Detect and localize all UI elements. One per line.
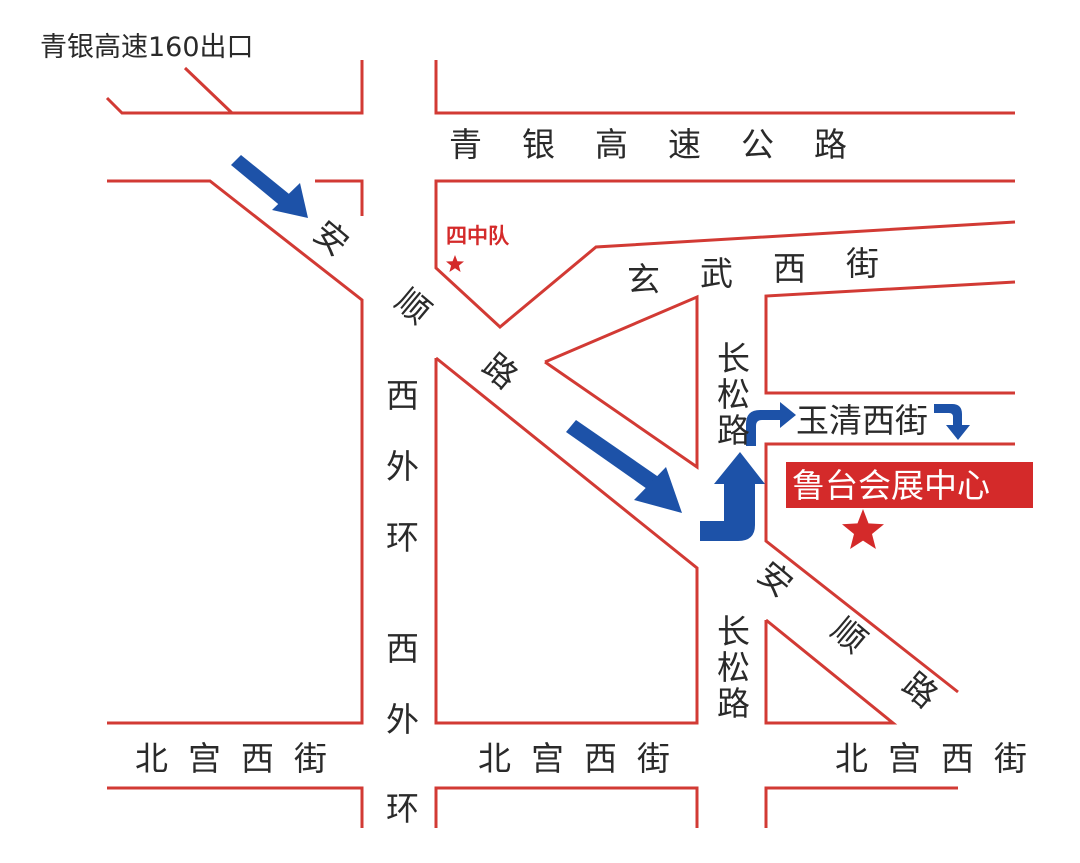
route-arrow-lower-icon [566, 420, 682, 513]
road-edge-qingyin-south-right [434, 179, 1016, 329]
road-edge-middle-triangle [544, 294, 699, 470]
road-label-beigong-left: 北 宫 西 街 [135, 739, 327, 778]
road-edge-right-lower [764, 618, 898, 725]
route-arrow-yuqing-icon [746, 402, 796, 446]
road-label-char: 长 [717, 612, 750, 651]
road-label-changsong-lower: 长 松 路 [717, 612, 750, 723]
road-label-char: 松 [717, 375, 750, 414]
road-label-char: 街 [994, 739, 1027, 778]
road-label-xuanwu: 玄 武 西 街 [627, 244, 879, 299]
road-label-char: 高 [595, 125, 628, 164]
road-label-char: 西 [386, 629, 419, 668]
route-arrows [231, 155, 970, 541]
road-label-char: 街 [846, 244, 879, 283]
road-label-char: 西 [773, 249, 806, 288]
road-label-char: 北 [478, 739, 511, 778]
road-label-char: 公 [741, 125, 774, 164]
road-label-char: 外 [386, 447, 419, 486]
exit-label: 青银高速160出口 [40, 32, 254, 63]
road-edge-right-venue [764, 442, 1015, 694]
venue-star-icon [842, 509, 884, 549]
road-label-char: 玄 [627, 260, 660, 299]
road-label-anshun-lower: 安 顺 路 [750, 554, 945, 716]
road-label-beigong-mid: 北 宫 西 街 [478, 739, 670, 778]
road-label-char: 北 [135, 739, 168, 778]
road-label-char: 路 [717, 411, 750, 450]
landmark-star-icon [446, 255, 464, 272]
route-arrow-turn-icon [700, 452, 765, 541]
road-edge-qingyin-south-left [107, 179, 364, 725]
road-label-beigong-right: 北 宫 西 街 [835, 739, 1027, 778]
road-label-qingyin: 青 银 高 速 公 路 [449, 125, 847, 164]
road-label-char: 宫 [888, 739, 921, 778]
road-label-char: 宫 [531, 739, 564, 778]
road-label-char: 外 [386, 700, 419, 739]
road-label-char: 路 [814, 125, 847, 164]
road-label-char: 宫 [188, 739, 221, 778]
road-label-char: 街 [294, 739, 327, 778]
landmark-label-sizhongdui: 四中队 [446, 224, 510, 248]
road-label-xiwaihuan-lower: 西 外 环 [386, 629, 419, 828]
road-label-char: 银 [522, 125, 555, 164]
road-label-char: 西 [584, 739, 617, 778]
road-edge-triangle [315, 179, 364, 216]
road-label-char: 北 [835, 739, 868, 778]
road-label-xiwaihuan-upper: 西 外 环 [386, 376, 419, 557]
road-edge-bottom-mid [434, 786, 699, 828]
road-label-yuqing: 玉清西街 [796, 401, 928, 440]
road-label-changsong-upper: 长 松 路 [717, 339, 750, 450]
road-edge-bottom-left [107, 786, 364, 828]
road-edge-bottom-right [764, 786, 958, 828]
road-edge-right-upper [764, 280, 1016, 395]
venue-label-background [786, 462, 1033, 508]
road-edge-topleft [105, 60, 364, 115]
road-edge-anshun-top [183, 66, 234, 115]
road-label-char: 环 [386, 789, 419, 828]
venue-label: 鲁台会展中心 [792, 466, 990, 505]
road-label-char: 速 [668, 125, 701, 164]
road-label-char: 安 [306, 213, 356, 264]
road-label-char: 顺 [388, 281, 438, 332]
road-label-char: 长 [717, 339, 750, 378]
road-label-char: 路 [895, 665, 945, 716]
road-label-char: 路 [717, 684, 750, 723]
road-label-char: 武 [700, 254, 733, 293]
road-label-char: 顺 [824, 610, 874, 661]
road-label-char: 路 [475, 346, 525, 397]
road-label-char: 西 [941, 739, 974, 778]
road-label-char: 环 [386, 518, 419, 557]
road-edges [105, 60, 1016, 828]
route-arrow-down-icon [934, 404, 970, 440]
road-edge-qingyin-north [434, 60, 1015, 115]
route-arrow-upper-icon [231, 155, 308, 218]
road-label-char: 街 [637, 739, 670, 778]
road-label-char: 西 [241, 739, 274, 778]
road-label-char: 西 [386, 376, 419, 415]
road-edge-left-middle [434, 356, 699, 725]
road-label-char: 松 [717, 648, 750, 687]
road-label-char: 青 [449, 125, 482, 164]
